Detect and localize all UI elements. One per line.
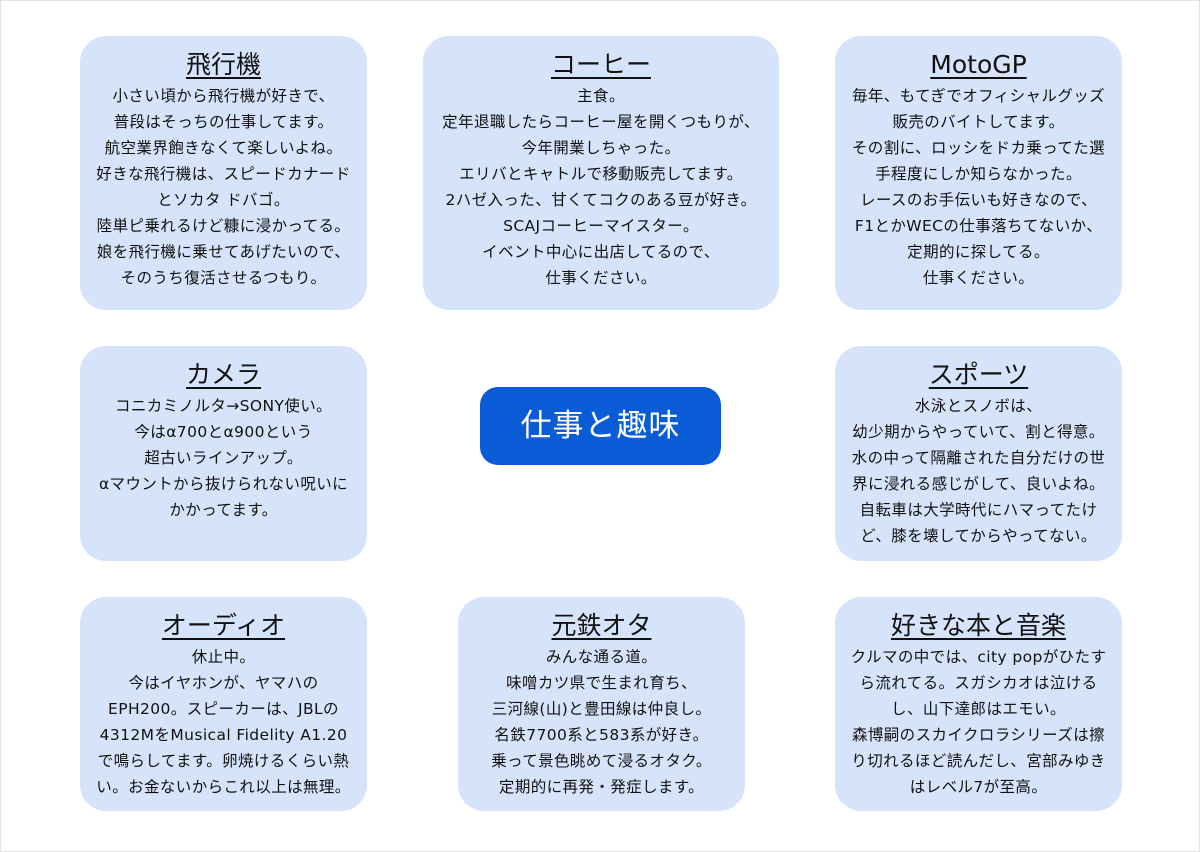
card-line: みんな通る道。 <box>545 648 658 666</box>
card-line: 味噌カツ県で生まれ育ち、 <box>506 674 697 692</box>
card-line: 主食。 <box>577 87 625 105</box>
card-line: 2ハゼ入った、甘くてコクのある豆が好き。 <box>445 191 757 209</box>
card-line: 好きな飛行機は、スピードカナード <box>96 165 351 183</box>
card-line: 仕事ください。 <box>922 269 1035 287</box>
center-title-badge: 仕事と趣味 <box>480 387 721 465</box>
card-line: SCAJコーヒーマイスター。 <box>503 217 699 235</box>
card-line: コニカミノルタ→SONY使い。 <box>114 397 333 415</box>
card-text: 休止中。 今はイヤホンが、ヤマハの EPH200。スピーカーは、JBLの 431… <box>80 644 367 800</box>
card-line: 休止中。 <box>191 648 256 666</box>
card-title: 元鉄オタ <box>551 611 652 640</box>
card-line: かかってます。 <box>169 501 278 519</box>
card-line: 毎年、もてぎでオフィシャルグッズ <box>851 87 1105 105</box>
card-line: EPH200。スピーカーは、JBLの <box>108 700 339 718</box>
card-line: クルマの中では、city popがひたす <box>850 648 1107 666</box>
card-title: 好きな本と音楽 <box>890 611 1066 640</box>
card-line: ど、膝を壊してからやってない。 <box>860 527 1097 545</box>
card-line: 今はα700とα900という <box>134 423 313 441</box>
card-line: 幼少期からやっていて、割と得意。 <box>852 423 1105 441</box>
card-line: 森博嗣のスカイクロラシリーズは擦 <box>851 726 1105 744</box>
card-text: 毎年、もてぎでオフィシャルグッズ 販売のバイトしてます。 その割に、ロッシをドカ… <box>835 83 1122 291</box>
card-text: 主食。 定年退職したらコーヒー屋を開くつもりが、 今年開業しちゃった。 エリバと… <box>423 83 779 291</box>
card-title: MotoGP <box>930 50 1027 79</box>
card-text: 水泳とスノボは、 幼少期からやっていて、割と得意。 水の中って隔離された自分だけ… <box>835 393 1122 549</box>
card-line: 界に浸れる感じがして、良いよね。 <box>852 475 1105 493</box>
card-airplane: 飛行機 小さい頃から飛行機が好きで、 普段はそっちの仕事してます。 航空業界飽き… <box>80 36 367 310</box>
card-line: 4312MをMusical Fidelity A1.20 <box>99 726 348 744</box>
card-line: はレベル7が至高。 <box>909 778 1048 796</box>
card-text: コニカミノルタ→SONY使い。 今はα700とα900という 超古いラインアップ… <box>80 393 367 523</box>
card-line: とソカタ ドバゴ。 <box>157 191 290 209</box>
card-line: 航空業界飽きなくて楽しいよね。 <box>104 139 343 157</box>
card-coffee: コーヒー 主食。 定年退職したらコーヒー屋を開くつもりが、 今年開業しちゃった。… <box>423 36 779 310</box>
card-title: コーヒー <box>550 50 651 79</box>
card-line: 名鉄7700系と583系が好き。 <box>494 726 709 744</box>
card-line: αマウントから抜けられない呪いに <box>98 475 349 493</box>
card-camera: カメラ コニカミノルタ→SONY使い。 今はα700とα900という 超古いライ… <box>80 346 367 561</box>
card-line: そのうち復活させるつもり。 <box>120 269 327 287</box>
card-line: レースのお手伝いも好きなので、 <box>859 191 1098 209</box>
card-line: 水の中って隔離された自分だけの世 <box>851 449 1106 467</box>
card-line: で鳴らしてます。卵焼けるくらい熱 <box>97 752 350 770</box>
card-text: みんな通る道。 味噌カツ県で生まれ育ち、 三河線(山)と豊田線は仲良し。 名鉄7… <box>458 644 745 800</box>
card-line: 娘を飛行機に乗せてあげたいので、 <box>96 243 351 261</box>
card-sports: スポーツ 水泳とスノボは、 幼少期からやっていて、割と得意。 水の中って隔離され… <box>835 346 1122 561</box>
card-line: 手程度にしか知らなかった。 <box>875 165 1082 183</box>
card-audio: オーディオ 休止中。 今はイヤホンが、ヤマハの EPH200。スピーカーは、JB… <box>80 597 367 811</box>
card-line: その割に、ロッシをドカ乗ってた選 <box>851 139 1106 157</box>
card-line: イベント中心に出店してるので、 <box>482 243 720 261</box>
card-line: 定年退職したらコーヒー屋を開くつもりが、 <box>442 113 760 131</box>
card-line: 自転車は大学時代にハマってたけ <box>859 501 1098 519</box>
card-line: 乗って景色眺めて浸るオタク。 <box>491 752 712 770</box>
card-text: クルマの中では、city popがひたす ら流れてる。スガシカオは泣ける し、山… <box>835 644 1122 800</box>
card-line: り切れるほど読んだし、宮部みゆき <box>851 752 1106 770</box>
card-line: 三河線(山)と豊田線は仲良し。 <box>491 700 712 718</box>
card-line: 今年開業しちゃった。 <box>521 139 681 157</box>
card-line: 仕事ください。 <box>545 269 657 287</box>
card-line: 今はイヤホンが、ヤマハの <box>128 674 319 692</box>
card-title: スポーツ <box>928 360 1029 389</box>
card-train-otaku: 元鉄オタ みんな通る道。 味噌カツ県で生まれ育ち、 三河線(山)と豊田線は仲良し… <box>458 597 745 811</box>
card-line: 定期的に探してる。 <box>907 243 1050 261</box>
card-books-music: 好きな本と音楽 クルマの中では、city popがひたす ら流れてる。スガシカオ… <box>835 597 1122 811</box>
card-line: い。お金ないからこれ以上は無理。 <box>96 778 351 796</box>
card-line: 陸単ピ乗れるけど糠に浸かってる。 <box>96 217 351 235</box>
card-motogp: MotoGP 毎年、もてぎでオフィシャルグッズ 販売のバイトしてます。 その割に… <box>835 36 1122 310</box>
card-title: オーディオ <box>161 611 286 640</box>
card-title: 飛行機 <box>185 50 261 79</box>
card-line: ら流れてる。スガシカオは泣ける <box>859 674 1098 692</box>
card-line: 超古いラインアップ。 <box>144 449 303 467</box>
card-line: エリバとキャトルで移動販売してます。 <box>459 165 743 183</box>
card-text: 小さい頃から飛行機が好きで、 普段はそっちの仕事してます。 航空業界飽きなくて楽… <box>80 83 367 291</box>
card-line: 小さい頃から飛行機が好きで、 <box>112 87 335 105</box>
card-line: し、山下達郎はエモい。 <box>891 700 1066 718</box>
card-line: 普段はそっちの仕事してます。 <box>113 113 334 131</box>
card-line: 水泳とスノボは、 <box>914 397 1043 415</box>
card-line: 定期的に再発・発症します。 <box>498 778 705 796</box>
card-title: カメラ <box>185 360 261 389</box>
card-line: 販売のバイトしてます。 <box>892 113 1065 131</box>
card-line: F1とかWECの仕事落ちてないか、 <box>854 217 1103 235</box>
